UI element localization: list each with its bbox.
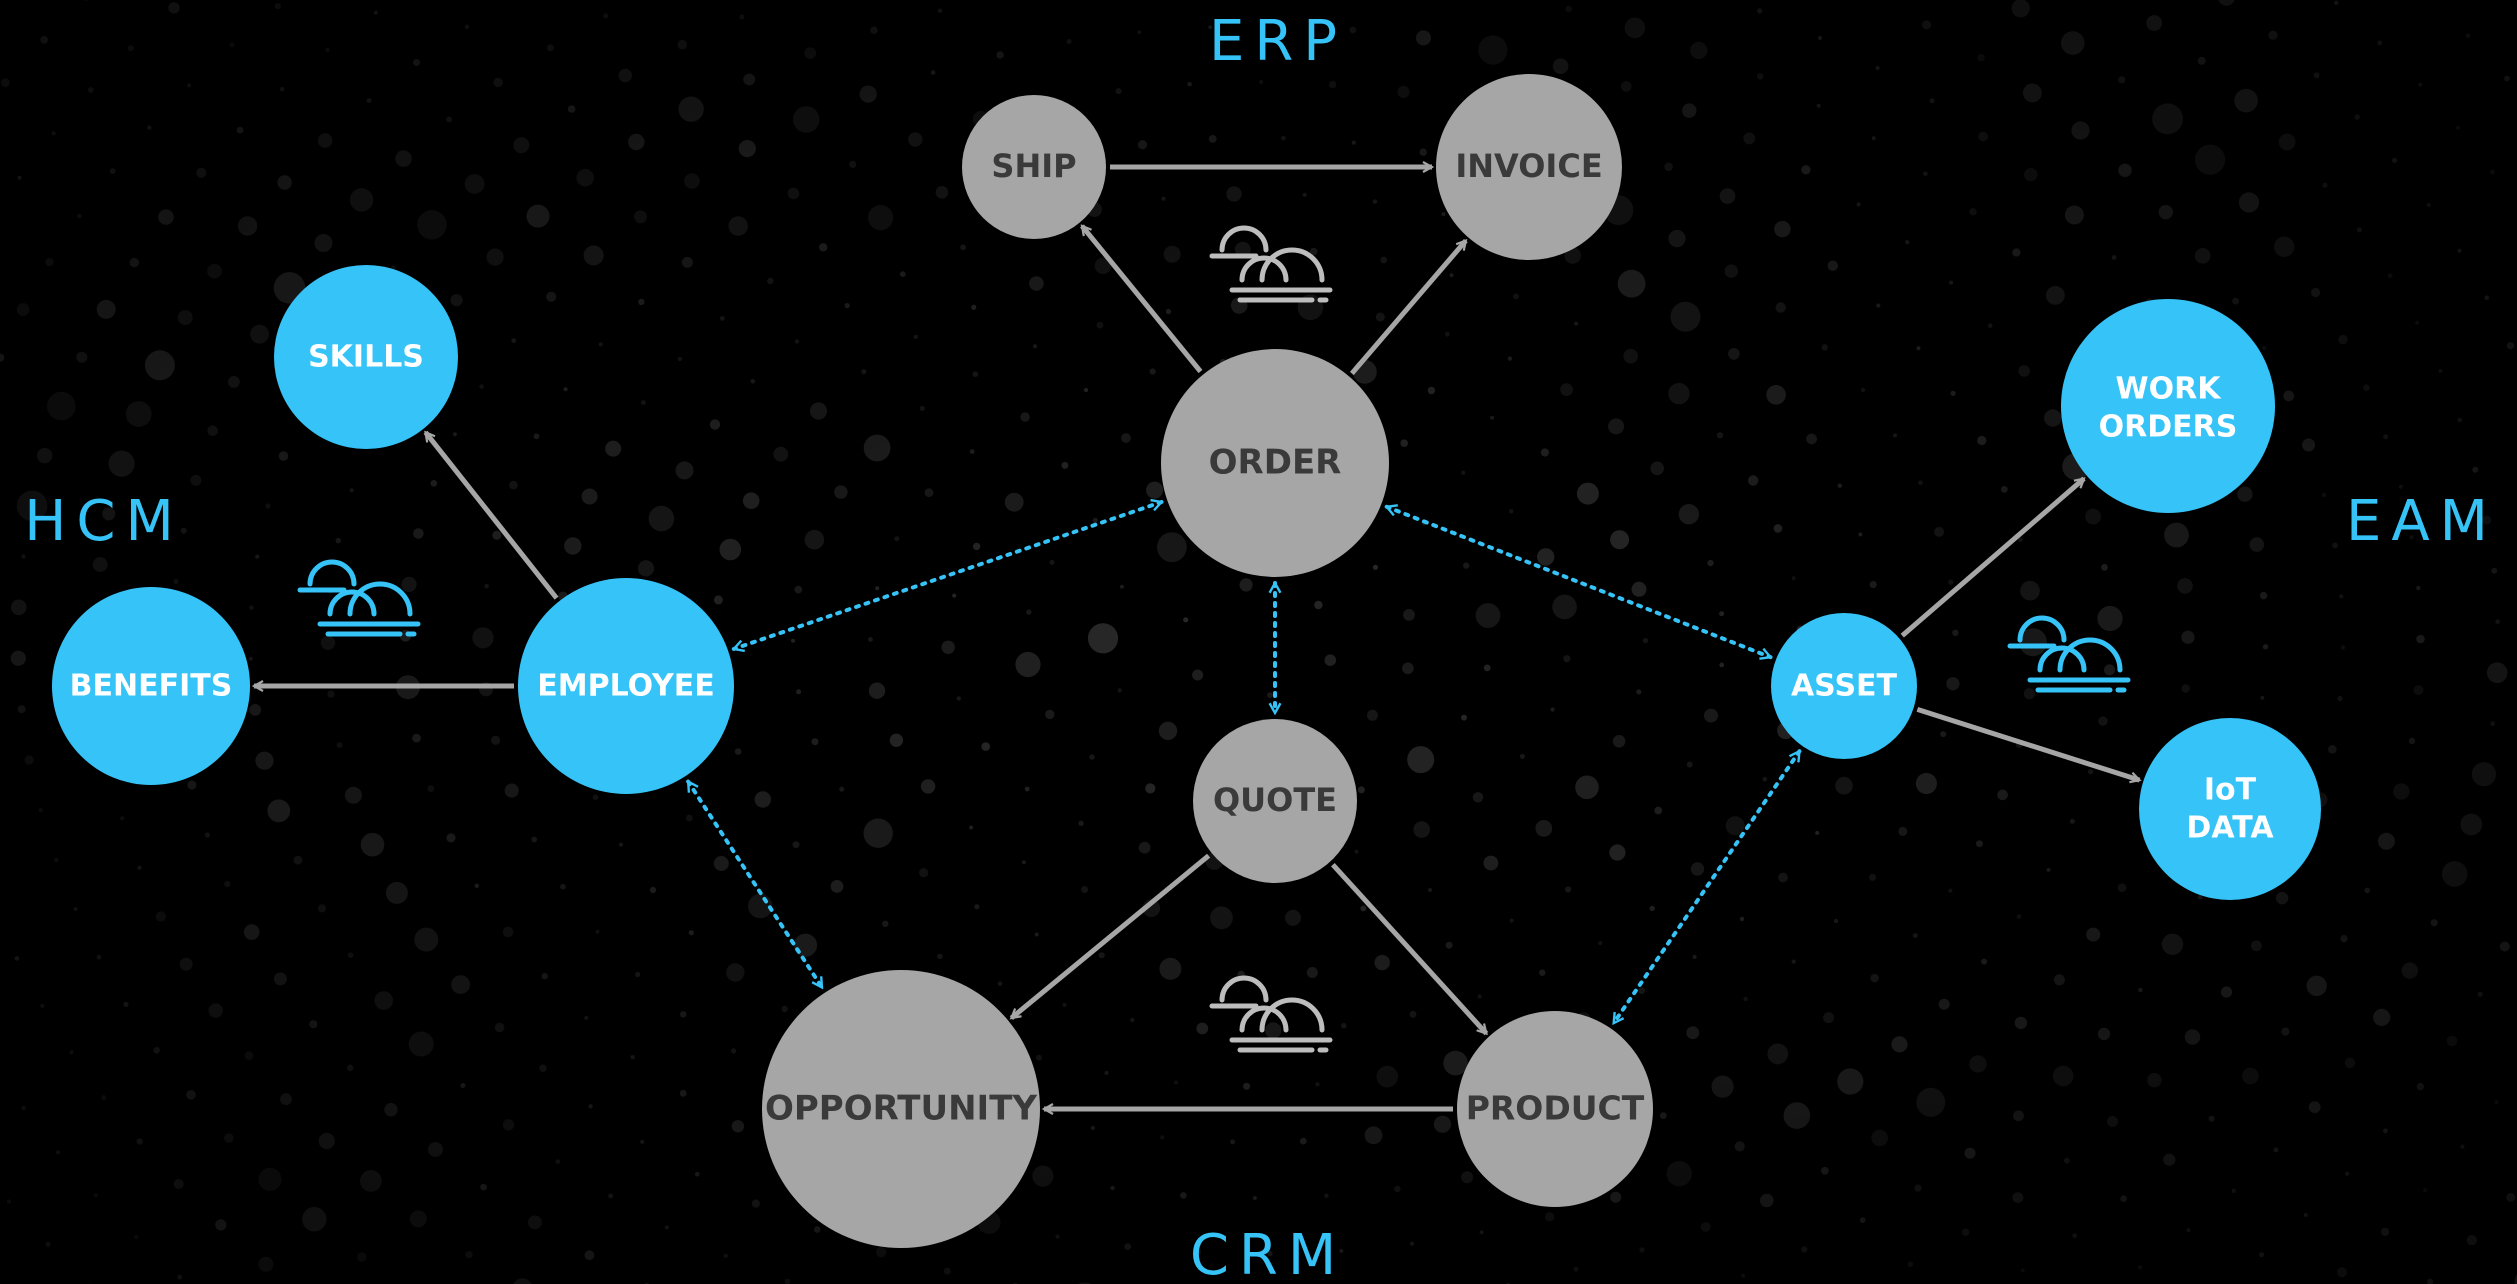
domain-label-hcm: HCM <box>24 489 184 554</box>
edge-employee-skills <box>423 432 559 600</box>
node-skills[interactable]: SKILLS <box>274 265 458 449</box>
node-label: QUOTE <box>1213 781 1337 819</box>
cloud-icon <box>1209 975 1333 1053</box>
node-label: PRODUCT <box>1466 1089 1645 1128</box>
node-ship[interactable]: SHIP <box>962 95 1106 239</box>
edge-order-invoice <box>1349 241 1468 376</box>
edges <box>254 167 2139 1109</box>
edge-asset-work-orders <box>1900 476 2084 638</box>
node-invoice[interactable]: INVOICE <box>1436 74 1622 260</box>
cloud-icon <box>2007 615 2131 693</box>
node-label: INVOICE <box>1455 147 1602 185</box>
cloud-icon <box>1209 225 1333 303</box>
node-employee[interactable]: EMPLOYEE <box>518 578 734 794</box>
node-asset[interactable]: ASSET <box>1771 613 1917 759</box>
cloud-icon <box>297 559 421 637</box>
node-label-line1: IoT <box>2204 773 2257 808</box>
node-opportunity[interactable]: OPPORTUNITY <box>762 970 1040 1248</box>
node-label: SHIP <box>991 147 1076 185</box>
edge-quote-product <box>1331 862 1489 1036</box>
domain-label-eam: EAM <box>2346 489 2498 554</box>
domain-label-erp: ERP <box>1209 9 1347 74</box>
edge-asset-product <box>1611 751 1802 1023</box>
node-iot-data[interactable]: IoT DATA <box>2139 718 2321 900</box>
domain-label-crm: CRM <box>1190 1223 1346 1284</box>
node-label: SKILLS <box>308 340 424 375</box>
node-label: ASSET <box>1791 669 1898 704</box>
node-label: EMPLOYEE <box>537 669 715 704</box>
edge-employee-opportunity <box>686 782 824 988</box>
node-label: ORDER <box>1209 443 1342 483</box>
node-label-line2: DATA <box>2186 811 2274 846</box>
node-benefits[interactable]: BENEFITS <box>52 587 250 785</box>
node-work-orders[interactable]: WORK ORDERS <box>2061 299 2275 513</box>
node-product[interactable]: PRODUCT <box>1457 1011 1653 1207</box>
edge-quote-opportunity <box>1011 853 1211 1021</box>
edge-order-asset <box>1387 507 1771 657</box>
node-quote[interactable]: QUOTE <box>1193 719 1357 883</box>
edge-asset-iot-data <box>1916 706 2139 780</box>
edge-order-ship <box>1080 226 1203 374</box>
node-label-line1: WORK <box>2116 372 2223 407</box>
node-label-line2: ORDERS <box>2099 410 2238 445</box>
node-label: OPPORTUNITY <box>765 1089 1037 1129</box>
node-order[interactable]: ORDER <box>1161 349 1389 577</box>
node-label: BENEFITS <box>70 669 233 704</box>
